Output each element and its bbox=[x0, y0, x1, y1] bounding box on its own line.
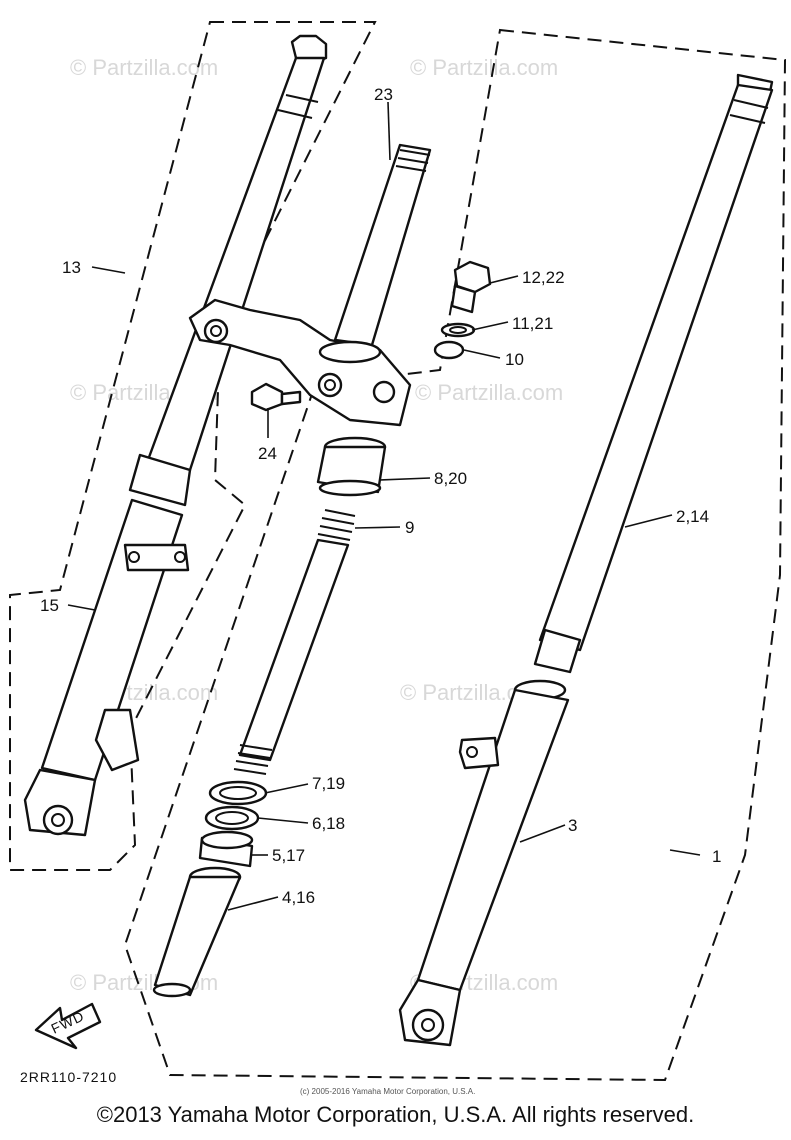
callout-labels: 1 2,14 3 4,16 5,17 6,18 7,19 8,20 9 10 1… bbox=[40, 85, 721, 907]
callout-4-16: 4,16 bbox=[282, 888, 315, 907]
callout-12-22: 12,22 bbox=[522, 268, 565, 287]
callout-1: 1 bbox=[712, 847, 721, 866]
stem-nut-washer-set bbox=[433, 260, 492, 360]
steering-stem-assembly bbox=[188, 143, 432, 427]
callout-5-17: 5,17 bbox=[272, 846, 305, 865]
callout-2-14: 2,14 bbox=[676, 507, 709, 526]
small-copyright: (c) 2005-2016 Yamaha Motor Corporation, … bbox=[300, 1087, 475, 1096]
callout-23: 23 bbox=[374, 85, 393, 104]
watermark-text: © Partzilla.com bbox=[415, 380, 563, 405]
callout-8-20: 8,20 bbox=[434, 469, 467, 488]
callout-9: 9 bbox=[405, 518, 414, 537]
copyright-footer: ©2013 Yamaha Motor Corporation, U.S.A. A… bbox=[96, 1102, 695, 1127]
watermark-text: © Partzilla.com bbox=[70, 55, 218, 80]
seal-ring-set bbox=[198, 780, 268, 868]
bearing-race-8-20 bbox=[316, 436, 387, 497]
callout-15: 15 bbox=[40, 596, 59, 615]
fork-spring-9 bbox=[233, 509, 356, 775]
callout-3: 3 bbox=[568, 816, 577, 835]
callout-13: 13 bbox=[62, 258, 81, 277]
drawing-code: 2RR110-7210 bbox=[20, 1069, 117, 1085]
callout-10: 10 bbox=[505, 350, 524, 369]
callout-24: 24 bbox=[258, 444, 277, 463]
fwd-arrow: FWD bbox=[34, 1002, 102, 1050]
watermark-text: © Partzilla.com bbox=[410, 55, 558, 80]
callout-7-19: 7,19 bbox=[312, 774, 345, 793]
callout-6-18: 6,18 bbox=[312, 814, 345, 833]
leader-lines bbox=[67, 101, 701, 911]
inner-tube-4-16 bbox=[152, 866, 242, 998]
left-fork-assembly bbox=[23, 34, 328, 837]
pinch-bolt-24 bbox=[250, 382, 302, 412]
callout-11-21: 11,21 bbox=[512, 314, 553, 333]
right-fork-assembly bbox=[398, 73, 774, 1047]
